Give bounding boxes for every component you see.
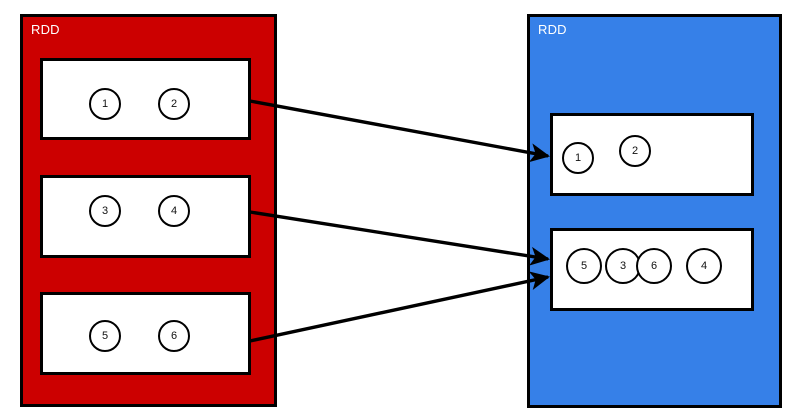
target-node-4: 4 (686, 248, 722, 284)
target-rdd-label: RDD (538, 22, 567, 37)
source-node-5: 5 (89, 320, 121, 352)
source-node-4: 4 (158, 195, 190, 227)
target-node-2: 2 (619, 135, 651, 167)
arrow-partition-1-to-target-1 (249, 99, 551, 163)
source-node-2: 2 (158, 88, 190, 120)
source-partition-2 (40, 175, 251, 258)
target-node-5: 5 (566, 248, 602, 284)
source-node-1: 1 (89, 88, 121, 120)
target-rdd-container: RDD (527, 14, 782, 408)
source-node-6: 6 (158, 320, 190, 352)
source-partition-1 (40, 58, 251, 140)
source-node-3: 3 (89, 195, 121, 227)
target-node-1: 1 (562, 142, 594, 174)
source-rdd-label: RDD (31, 22, 60, 37)
arrow-partition-2-to-target-2 (249, 210, 551, 266)
arrow-partition-3-to-target-2 (249, 271, 550, 343)
source-partition-3 (40, 292, 251, 375)
target-node-6: 6 (636, 248, 672, 284)
